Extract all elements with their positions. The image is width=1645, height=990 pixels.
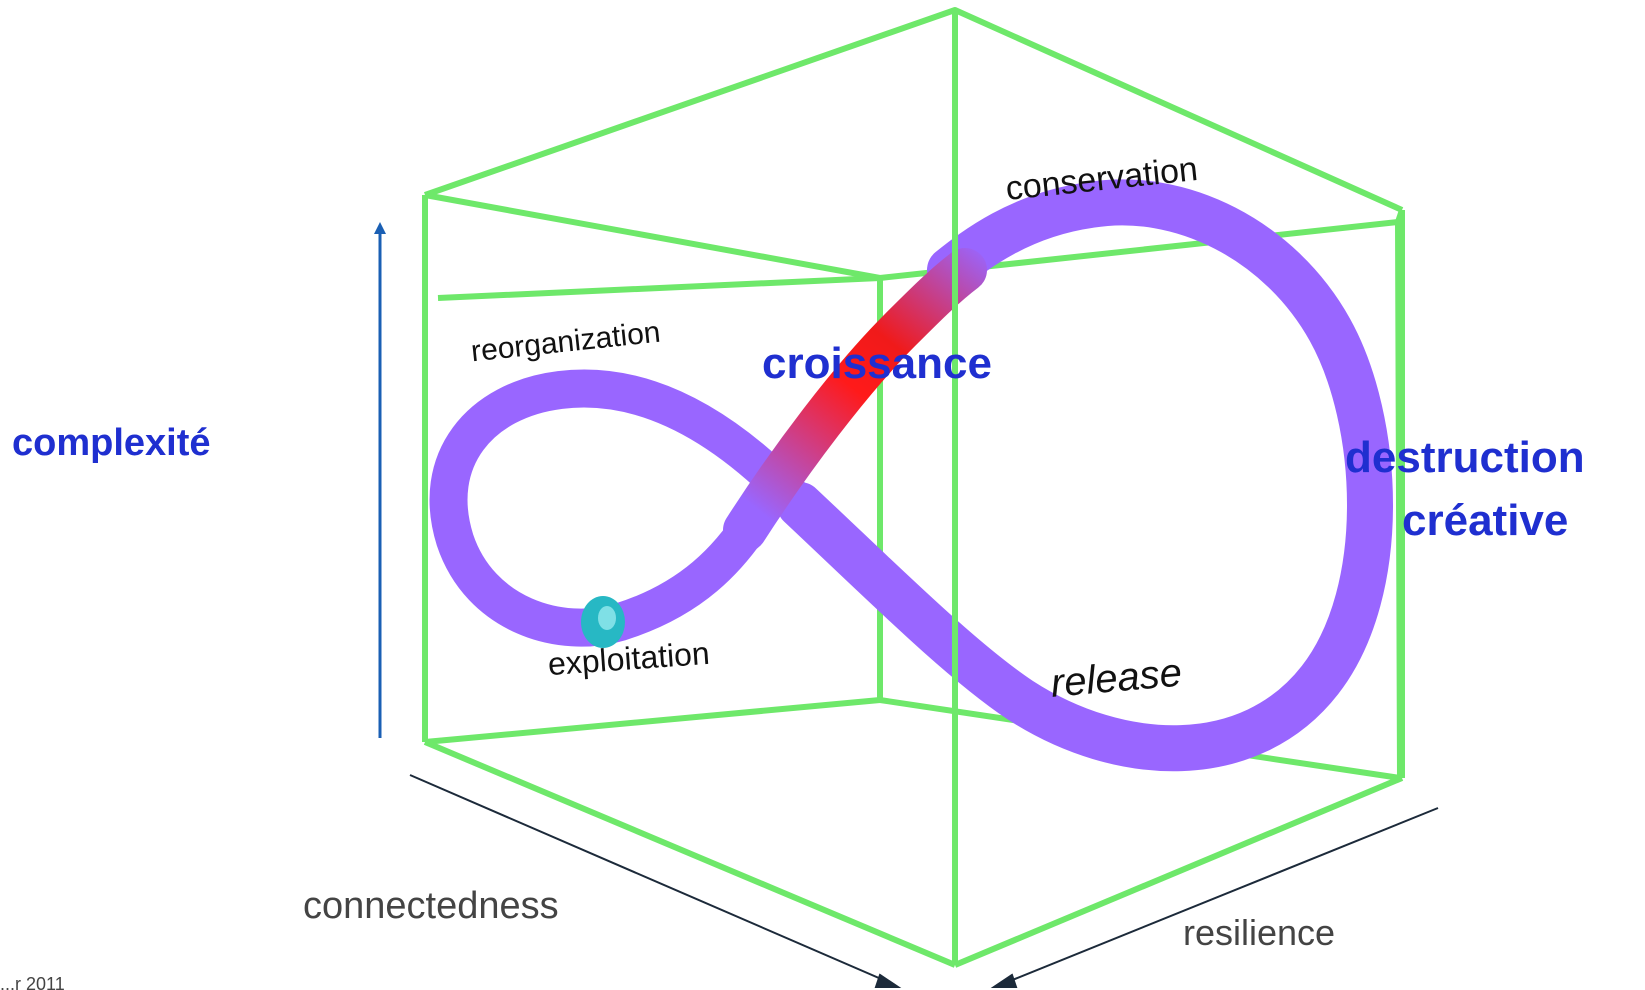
axis-label-connectedness: connectedness <box>303 885 559 927</box>
cube-back-bottom-left-edge <box>424 697 881 745</box>
resilience-axis <box>999 807 1439 986</box>
connectedness-axis <box>409 774 896 986</box>
release-path <box>777 179 1393 772</box>
cube-front-bottom-left <box>423 739 957 968</box>
resilience-arrowhead <box>990 973 1018 988</box>
left-loop-path <box>429 369 819 647</box>
adaptive-cycle-loop <box>429 179 1393 772</box>
footer-citation: ...r 2011 <box>0 974 65 990</box>
phase-label-reorganization: reorganization <box>469 316 662 369</box>
axis-lines <box>409 774 1439 988</box>
axis-label-resilience: resilience <box>1183 912 1335 953</box>
growth-segment <box>723 248 987 552</box>
annotation-complexity: complexité <box>12 422 211 464</box>
marker-inner <box>598 606 616 630</box>
annotation-growth: croissance <box>762 339 992 388</box>
state-marker <box>581 596 625 648</box>
connectedness-arrowhead <box>874 973 902 988</box>
cube-front-bottom-right <box>953 775 1404 968</box>
phase-label-release: release <box>1049 651 1184 706</box>
cube-top-front-edges <box>424 7 1404 213</box>
cube-top-right-to-back <box>1395 209 1405 223</box>
cube-top-left-to-back <box>424 192 881 281</box>
cube-front-edges <box>422 7 1405 968</box>
annotation-creative-destruction-line1: destruction <box>1345 433 1585 482</box>
annotation-creative-destruction-line2: créative <box>1402 496 1568 545</box>
